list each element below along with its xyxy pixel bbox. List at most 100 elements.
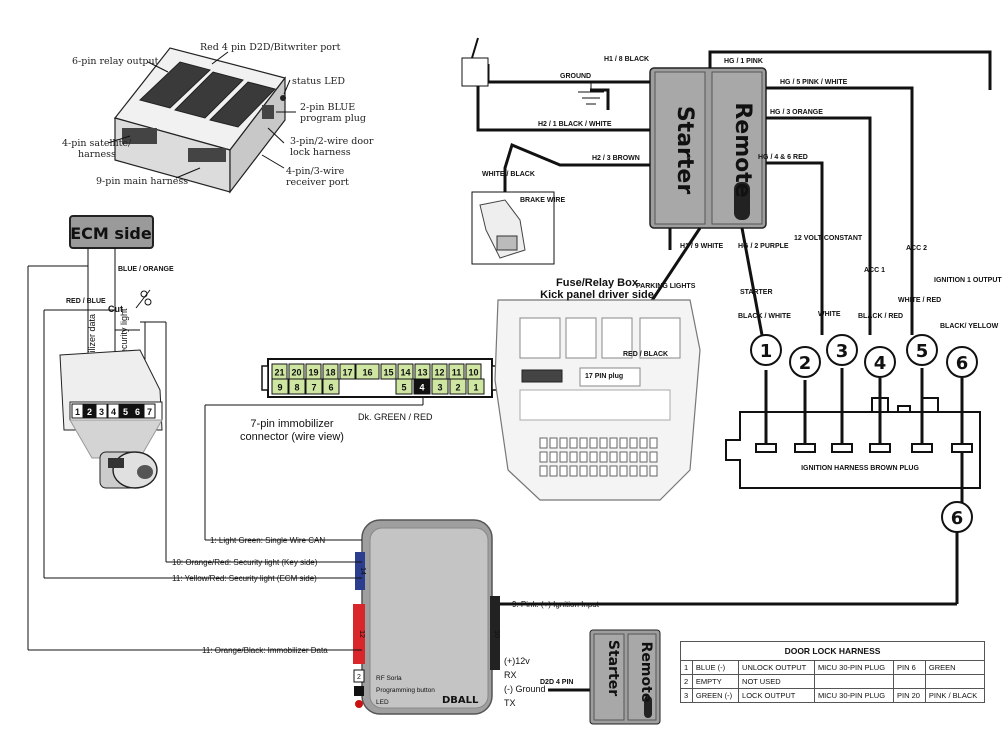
connector-pin-13: 13 xyxy=(417,368,427,378)
wire-label-blue-orange: BLUE / ORANGE xyxy=(118,266,174,273)
connector-pin-16-cell xyxy=(355,363,380,380)
starter-small-text: Starter xyxy=(605,640,621,696)
connector-pin-10: 10 xyxy=(468,368,478,378)
dball-12v: (+)12v xyxy=(504,656,530,666)
dball-tab-10: 10 xyxy=(493,630,500,638)
connector-pin-15: 15 xyxy=(383,368,393,378)
wire-h2-1: H2 / 1 BLACK / WHITE xyxy=(538,121,612,128)
brake-pedal-picture xyxy=(471,191,555,265)
table-header-row: DOOR LOCK HARNESS xyxy=(680,641,985,661)
label-blue-plug-1: 2-pin BLUE xyxy=(300,102,355,113)
dball-module xyxy=(353,519,500,715)
label-satellite-2: harness xyxy=(78,149,116,160)
ecm-pin-4: 4 xyxy=(111,407,116,417)
connector-pin-4: 4 xyxy=(419,383,424,393)
dball-conn-1: 1: Light Green: Single Wire CAN xyxy=(210,536,325,545)
connector-pin-6-cell xyxy=(322,378,340,395)
ecm-pin-1: 1 xyxy=(75,407,80,417)
table-cell xyxy=(924,674,986,689)
connector-pin-1: 1 xyxy=(473,383,478,393)
fuse-slot xyxy=(539,451,548,463)
ecm-pin-3: 3 xyxy=(99,407,104,417)
connector-pin-7: 7 xyxy=(311,383,316,393)
antenna-box xyxy=(461,37,489,87)
ecm-pin-7: 7 xyxy=(147,407,152,417)
starter-remote-small xyxy=(589,629,661,725)
dball-conn-9: 9: Pink: (+) Ignition Input xyxy=(512,600,600,609)
fuse-slot xyxy=(559,451,568,463)
ign-pin-3: 3 xyxy=(836,341,849,362)
table-cell: PIN 6 xyxy=(892,660,926,675)
connector-pin-6: 6 xyxy=(328,383,333,393)
fuse-slot xyxy=(549,437,558,449)
wire-acc2: ACC 2 xyxy=(906,245,927,252)
ign-pin-6-lower: 6 xyxy=(951,508,964,529)
label-receiver-1: 4-pin/3-wire xyxy=(286,166,345,177)
label-relay-output: 6-pin relay output xyxy=(72,56,159,67)
label-satellite-1: 4-pin satellite/ xyxy=(62,138,132,149)
dball-conn-11: 11: Yellow/Red: Security light (ECM side… xyxy=(172,574,317,583)
fuse-slot xyxy=(579,437,588,449)
fuse-slot xyxy=(589,451,598,463)
label-receiver-2: receiver port xyxy=(286,177,349,188)
fuse-slot xyxy=(619,465,628,477)
fuse-slot xyxy=(649,437,658,449)
fuse-slot xyxy=(629,465,638,477)
wire-starter: STARTER xyxy=(740,289,773,296)
remote-small-text: Remote xyxy=(638,642,654,703)
connector-pin-17: 17 xyxy=(342,368,352,378)
fuse-title-2: Kick panel driver side xyxy=(540,289,654,301)
ign-color-1: BLACK / WHITE xyxy=(738,313,791,320)
connector-pin-16: 16 xyxy=(362,368,372,378)
ground-icon xyxy=(578,82,604,105)
fuse-slot xyxy=(599,465,608,477)
connector-pin-20: 20 xyxy=(291,368,301,378)
fuse-slot xyxy=(609,437,618,449)
table-cell: LOCK OUTPUT xyxy=(738,688,815,703)
ignition-pin-circles xyxy=(750,334,978,533)
wire-hg-1: HG / 1 PINK xyxy=(724,58,763,65)
fuse-relay-box xyxy=(494,299,701,501)
wire-ign1: IGNITION 1 OUTPUT xyxy=(934,277,1002,284)
wire-ground: GROUND xyxy=(560,73,591,80)
table-cell: PINK / BLACK xyxy=(924,688,986,703)
immobilizer-data-label: Immobilizer data xyxy=(87,314,97,380)
fuse-slot xyxy=(569,437,578,449)
dball-conn-11b: 11: Orange/Black: Immobilizer Data xyxy=(202,646,328,655)
wire-label-red-blue: RED / BLUE xyxy=(66,298,106,305)
dball-tab-12: 12 xyxy=(358,630,365,638)
wire-h1-8: H1 / 8 BLACK xyxy=(604,56,649,63)
connector-pin-18: 18 xyxy=(325,368,335,378)
ign-pin-1: 1 xyxy=(760,341,773,362)
dball-prog: Programming button xyxy=(376,687,435,694)
scissors-icon xyxy=(135,289,152,309)
table-cell: MICU 30-PIN PLUG xyxy=(813,688,894,703)
connector-title-1: 7-pin immobilizer xyxy=(250,418,333,430)
fuse-slot xyxy=(609,465,618,477)
fuse-slot xyxy=(619,437,628,449)
wire-h1-9: H1 / 9 WHITE xyxy=(680,243,724,250)
dball-gnd: (-) Ground xyxy=(504,684,546,694)
fuse-slot xyxy=(539,437,548,449)
fuse-slot xyxy=(629,437,638,449)
label-door-lock-1: 3-pin/2-wire door xyxy=(290,136,374,147)
connector-pin-5: 5 xyxy=(401,383,406,393)
ign-pin-4: 4 xyxy=(874,353,887,374)
label-blue-plug-2: program plug xyxy=(300,113,366,124)
cut-label: Cut xyxy=(108,304,123,314)
table-row: 2 EMPTY NOT USED xyxy=(680,674,986,689)
door-lock-harness-table: DOOR LOCK HARNESS 1 BLUE (-) UNLOCK OUTP… xyxy=(680,641,986,703)
table-cell xyxy=(813,674,894,689)
table-cell: 2 xyxy=(680,674,693,689)
fuse-slot xyxy=(639,465,648,477)
connector-pin-3: 3 xyxy=(437,383,442,393)
ecm-wires xyxy=(27,248,340,651)
table-cell: PIN 20 xyxy=(892,688,926,703)
dball-tab-2: 2 xyxy=(357,674,361,681)
fuse-slot xyxy=(629,451,638,463)
connector-pin-8-cell xyxy=(288,378,306,395)
ecm-connector-pins xyxy=(71,403,156,419)
fuse-slot xyxy=(569,465,578,477)
ign-plug-label: IGNITION HARNESS BROWN PLUG xyxy=(801,465,919,472)
